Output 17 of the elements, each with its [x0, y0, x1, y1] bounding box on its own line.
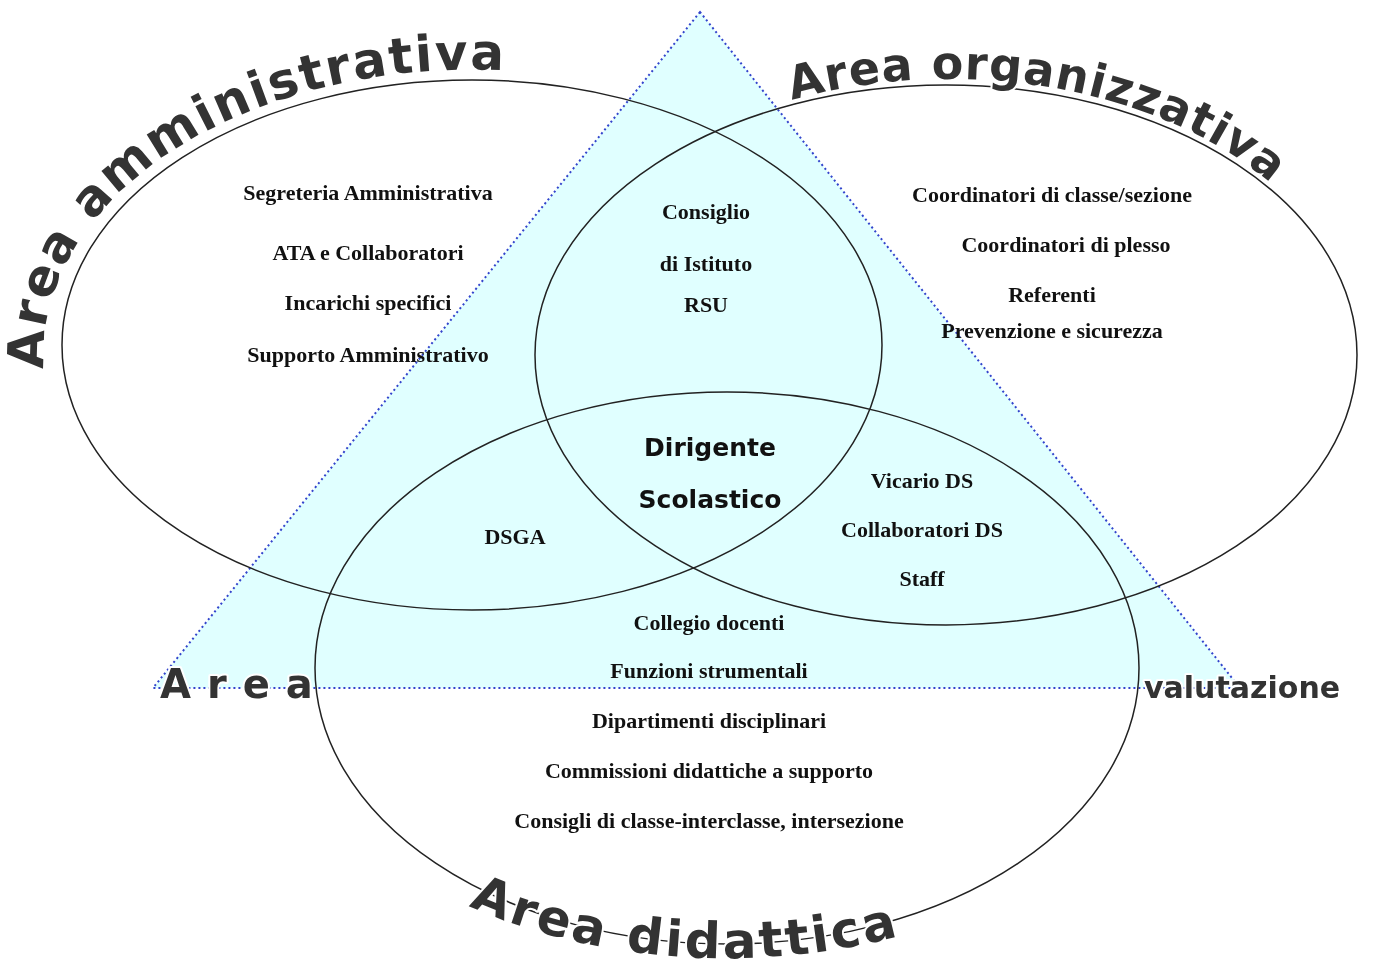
role-label: Commissioni didattiche a supporto	[544, 758, 874, 784]
role-label: Collegio docenti	[633, 610, 785, 636]
role-label: Prevenzione e sicurezza	[941, 318, 1163, 344]
role-label: Consiglio di Istituto	[658, 198, 754, 278]
center-label: Dirigente Scolastico	[637, 432, 783, 516]
area-title: valutazione	[1144, 670, 1341, 705]
role-label: RSU	[684, 292, 728, 318]
role-label: DSGA	[484, 524, 546, 550]
role-label: Vicario DS	[870, 468, 974, 494]
role-label: Consigli di classe-interclasse, intersezione	[514, 808, 904, 834]
role-label: Dipartimenti disciplinari	[591, 708, 827, 734]
role-label: Referenti	[1008, 282, 1096, 308]
role-label: Coordinatori di plesso	[961, 232, 1171, 258]
area-title: Area	[160, 661, 329, 707]
role-label: Staff	[899, 566, 945, 592]
role-label: Funzioni strumentali	[610, 658, 808, 684]
role-label: Collaboratori DS	[841, 517, 1003, 543]
